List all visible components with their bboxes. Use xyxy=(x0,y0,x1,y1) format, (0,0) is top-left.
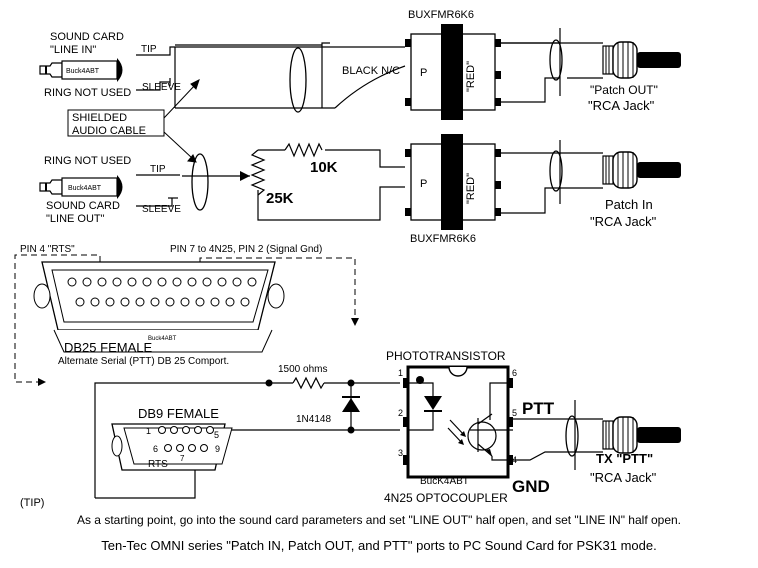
pot-25k-label: 25K xyxy=(266,190,294,207)
db25-connector xyxy=(33,261,285,353)
shielded-cable-label-1: SHIELDED xyxy=(72,112,127,124)
sleeve-label-mid: SLEEVE xyxy=(142,204,181,215)
db25-arrow-left xyxy=(38,378,46,386)
tip-label-top: TIP xyxy=(141,44,157,55)
top-transformer-name: BUXFMR6K6 xyxy=(408,9,474,21)
patch-in-label-2: "RCA Jack" xyxy=(590,214,657,229)
db25-dashed-links xyxy=(14,254,356,383)
shielded-cable-label-2: AUDIO CABLE xyxy=(72,125,146,137)
patch-in-label-1: Patch In xyxy=(605,197,653,212)
line-in-plug-brand: Buck4ABT xyxy=(66,68,100,75)
shielded-cable-arrows xyxy=(163,79,200,163)
opto-pin-5: 5 xyxy=(512,408,517,418)
ring-not-used-top: RING NOT USED xyxy=(44,87,131,99)
db25-arrow-down xyxy=(351,318,359,326)
db25-brand: Buck4ABT xyxy=(148,336,177,342)
ring-not-used-mid: RING NOT USED xyxy=(44,155,131,167)
db9-pin7-label: 7 xyxy=(180,454,185,463)
db9-pin5-label: 5 xyxy=(214,430,219,440)
patch-in-rca xyxy=(602,151,682,189)
tx-ptt-wiring xyxy=(513,400,603,470)
patch-out-rca xyxy=(602,41,682,79)
junction-dot-3 xyxy=(347,426,355,434)
db9-pin9-label: 9 xyxy=(215,444,220,454)
opto-brand: BucK4ABT xyxy=(420,476,469,487)
line-out-label-2: "LINE OUT" xyxy=(46,213,105,225)
junction-dot-1 xyxy=(265,379,273,387)
tip-label-mid: TIP xyxy=(150,164,166,175)
sleeve-label-top: SLEEVE xyxy=(142,82,181,93)
resistor-10k-label: 10K xyxy=(310,159,338,176)
tip-text: As a starting point, go into the sound c… xyxy=(76,513,682,527)
patch-out-label-2: "RCA Jack" xyxy=(588,98,655,113)
opto-name-label: 4N25 OPTOCOUPLER xyxy=(384,491,508,505)
db9-connector xyxy=(111,423,233,471)
db9-female-label: DB9 FEMALE xyxy=(138,406,219,421)
ptt-label: PTT xyxy=(522,399,555,418)
diagram-caption: Ten-Tec OMNI series "Patch IN, Patch OUT… xyxy=(101,538,657,553)
db25-pin7-label: PIN 7 to 4N25, PIN 2 (Signal Gnd) xyxy=(170,244,322,255)
black-nc-label: BLACK N/C xyxy=(342,65,400,77)
opto-pin-1: 1 xyxy=(398,368,403,378)
top-transformer-red: "RED" xyxy=(465,61,477,92)
line-in-label-1: SOUND CARD xyxy=(50,31,124,43)
diode-1n4148 xyxy=(342,396,360,412)
optocoupler-4n25 xyxy=(403,365,513,479)
top-transformer-primary: P xyxy=(420,67,427,79)
db9-rts-label: RTS xyxy=(148,459,168,470)
patch-in-wiring xyxy=(501,140,603,214)
tx-ptt-rca-label: "RCA Jack" xyxy=(590,470,657,485)
resistor-1500-label: 1500 ohms xyxy=(278,364,327,375)
patch-out-label-1: "Patch OUT" xyxy=(590,83,658,97)
opto-pin-3: 3 xyxy=(398,448,403,458)
db9-pin6-label: 6 xyxy=(153,444,158,454)
junction-dot-2 xyxy=(347,379,355,387)
bottom-transformer-primary: P xyxy=(420,178,427,190)
db25-note: Alternate Serial (PTT) DB 25 Comport. xyxy=(58,356,229,367)
shield-patch-out xyxy=(549,39,563,81)
shield-mid xyxy=(191,153,209,211)
tip-heading: (TIP) xyxy=(20,497,45,509)
opto-pin-2: 2 xyxy=(398,408,403,418)
tx-ptt-rca xyxy=(602,416,682,454)
phototransistor-label: PHOTOTRANSISTOR xyxy=(386,349,506,363)
shield-patch-in xyxy=(549,150,563,192)
line-in-label-2: "LINE IN" xyxy=(50,44,96,56)
patch-out-wiring xyxy=(501,28,561,103)
tx-ptt-label: TX "PTT" xyxy=(596,451,653,466)
bottom-transformer-red: "RED" xyxy=(465,173,477,204)
db25-pin4-label: PIN 4 "RTS" xyxy=(20,244,75,255)
gnd-label: GND xyxy=(512,477,550,496)
diode-label: 1N4148 xyxy=(296,414,331,425)
pot-wiper-arrow xyxy=(240,171,250,181)
line-out-plug-brand: Buck4ABT xyxy=(68,185,102,192)
shielded-cable-box xyxy=(67,109,165,137)
db25-female-label: DB25 FEMALE xyxy=(64,340,152,355)
bottom-transformer-name: BUXFMR6K6 xyxy=(410,233,476,245)
db9-pin1-label: 1 xyxy=(146,426,151,436)
line-out-wiring xyxy=(136,142,405,221)
shield-tx-ptt xyxy=(565,415,579,457)
opto-pin-6: 6 xyxy=(512,368,517,378)
line-out-label-1: SOUND CARD xyxy=(46,200,120,212)
shield-top xyxy=(289,47,307,113)
line-in-wiring xyxy=(136,42,406,109)
